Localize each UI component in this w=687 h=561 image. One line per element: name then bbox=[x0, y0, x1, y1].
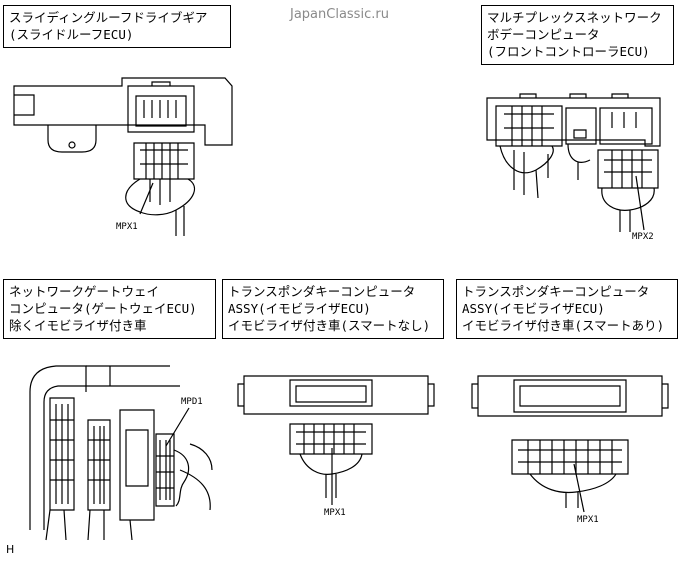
body-ecu-socket-right bbox=[600, 108, 652, 144]
mpd1-plug bbox=[156, 434, 174, 506]
body-ecu-socket-mid-key bbox=[574, 130, 586, 138]
gateway-side-harness bbox=[180, 444, 212, 510]
panel-3-title-line: ネットワークゲートウェイ bbox=[9, 284, 160, 299]
panel-2-title-line: ボデーコンピュータ bbox=[487, 27, 600, 42]
immo-ecu-socket-left bbox=[290, 380, 372, 406]
body-ecu-left-harness bbox=[500, 146, 553, 198]
roof-ecu-left-boss bbox=[48, 125, 96, 152]
mpx2-wire-harness bbox=[602, 188, 654, 232]
immo-ecu-socket-right-inner bbox=[520, 386, 620, 406]
panel-2-connector-label: MPX2 bbox=[632, 232, 654, 242]
mpx1-wire-harness bbox=[126, 179, 195, 236]
gateway-connector-a-grid bbox=[50, 404, 74, 504]
panel-3-connector-label: MPD1 bbox=[181, 397, 203, 407]
mpx1-plug-p5 bbox=[512, 440, 628, 474]
mpx1-plug-p4 bbox=[290, 424, 372, 454]
panel-3-title-line: コンピュータ(ゲートウェイECU) bbox=[9, 301, 197, 316]
panel-4-illustration bbox=[238, 376, 434, 505]
panel-1-connector-label: MPX1 bbox=[116, 222, 138, 232]
body-ecu-top-ribs bbox=[520, 94, 628, 98]
mpx1-leader-p5 bbox=[574, 464, 584, 512]
immo-ecu-socket-left-inner bbox=[296, 386, 366, 402]
panel-4-connector-label: MPX1 bbox=[324, 508, 346, 518]
roof-ecu-socket-latch bbox=[152, 82, 170, 86]
immo-ecu-socket-right bbox=[514, 380, 626, 412]
panel-2-title: マルチプレックスネットワーク ボデーコンピュータ (フロントコントローラECU) bbox=[481, 5, 674, 65]
mpx1-plug-p4-cavities bbox=[296, 424, 366, 454]
panel-3-title: ネットワークゲートウェイ コンピュータ(ゲートウェイECU) 除くイモビライザ付… bbox=[3, 279, 216, 339]
panel-2-illustration bbox=[487, 94, 660, 232]
roof-ecu-mount-tab bbox=[14, 95, 34, 115]
mpx1-plug-cavities bbox=[140, 143, 188, 179]
panel-4-title: トランスポンダキーコンピュータ ASSY(イモビライザECU) イモビライザ付き… bbox=[222, 279, 444, 339]
roof-ecu-housing bbox=[14, 78, 232, 145]
mpx1-leader bbox=[140, 183, 153, 214]
gateway-chassis-outline bbox=[30, 366, 96, 530]
panel-4-title-line: トランスポンダキーコンピュータ bbox=[228, 284, 416, 299]
panel-4-title-line: イモビライザ付き車(スマートなし) bbox=[228, 318, 431, 333]
panel-1-title-line: スライディングルーフドライブギア bbox=[9, 10, 208, 25]
panel-3-illustration bbox=[30, 366, 212, 540]
panel-2-title-line: マルチプレックスネットワーク bbox=[487, 10, 662, 25]
roof-ecu-socket-inner bbox=[136, 96, 186, 126]
panel-5-title: トランスポンダキーコンピュータ ASSY(イモビライザECU) イモビライザ付き… bbox=[456, 279, 678, 339]
panel-5-illustration bbox=[472, 376, 668, 512]
panel-5-connector-label: MPX1 bbox=[577, 515, 599, 525]
panel-5-title-line: トランスポンダキーコンピュータ bbox=[462, 284, 650, 299]
panel-5-title-line: イモビライザ付き車(スマートあり) bbox=[462, 318, 665, 333]
mpd1-plug-cavities bbox=[156, 440, 174, 500]
panel-1-title-line: (スライドルーフECU) bbox=[9, 27, 134, 42]
mpx1-plug-p5-cavities bbox=[518, 440, 622, 474]
body-ecu-socket-right-pins bbox=[612, 112, 636, 128]
mpx2-plug bbox=[598, 150, 658, 188]
gateway-harness-connector-a bbox=[50, 398, 74, 510]
gateway-harness-connector-b bbox=[88, 420, 110, 510]
panel-5-title-line: ASSY(イモビライザECU) bbox=[462, 301, 605, 316]
watermark: JapanClassic.ru bbox=[290, 7, 389, 22]
gateway-bottom-wiring bbox=[46, 510, 132, 540]
gateway-connector-b-grid bbox=[88, 426, 110, 504]
body-ecu-socket-left-grid bbox=[504, 106, 554, 146]
panel-2-title-line: (フロントコントローラECU) bbox=[487, 44, 650, 59]
gateway-ecu-body bbox=[120, 410, 154, 520]
gateway-ecu-socket bbox=[126, 430, 148, 486]
roof-ecu-screw bbox=[69, 142, 75, 148]
panel-1-illustration bbox=[14, 78, 232, 236]
panel-3-title-line: 除くイモビライザ付き車 bbox=[9, 318, 147, 333]
body-ecu-socket-left bbox=[496, 106, 562, 146]
body-ecu-housing bbox=[487, 98, 660, 146]
mpx2-plug-cavities bbox=[604, 150, 652, 188]
roof-ecu-socket bbox=[128, 86, 194, 132]
immo-ecu-housing-right bbox=[478, 376, 662, 416]
immo-ecu-right-end-tabs bbox=[472, 384, 668, 408]
body-ecu-mid-harness bbox=[568, 144, 590, 180]
mpx1-wire-harness-p4 bbox=[300, 454, 362, 498]
mpx1-wire-harness-p5 bbox=[530, 474, 616, 508]
mpx2-leader bbox=[636, 176, 644, 230]
gateway-background-lines bbox=[86, 366, 180, 386]
immo-ecu-housing-left bbox=[244, 376, 428, 414]
immo-ecu-end-tabs bbox=[238, 384, 434, 406]
panel-1-title: スライディングルーフドライブギア (スライドルーフECU) bbox=[3, 5, 231, 48]
roof-ecu-socket-pins bbox=[144, 100, 176, 118]
mpd1-leader bbox=[166, 408, 189, 446]
figure-code: H bbox=[6, 543, 15, 556]
mpx1-plug bbox=[134, 143, 194, 179]
mpd1-wire-harness bbox=[174, 450, 189, 506]
panel-4-title-line: ASSY(イモビライザECU) bbox=[228, 301, 371, 316]
body-ecu-socket-mid bbox=[566, 108, 596, 144]
